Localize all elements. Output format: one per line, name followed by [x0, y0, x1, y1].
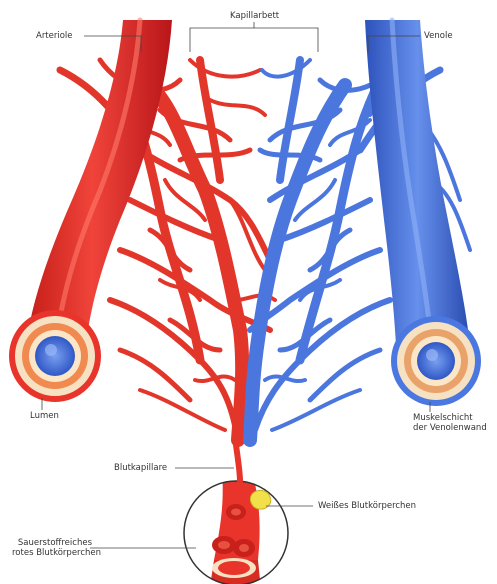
label-oxygen-rbc-line1: Sauerstoffreiches — [12, 538, 92, 548]
label-muscle-layer: Muskelschicht der Venolenwand — [413, 413, 487, 433]
label-arteriole: Arteriole — [36, 31, 73, 41]
arteriole-cross-section — [9, 310, 101, 402]
label-lumen: Lumen — [30, 411, 59, 421]
label-oxygen-rbc: Sauerstoffreiches rotes Blutkörperchen — [12, 538, 92, 558]
label-capillary-bed: Kapillarbett — [230, 11, 279, 21]
label-venule: Venole — [424, 31, 453, 41]
label-white-blood-cell: Weißes Blutkörperchen — [318, 501, 416, 511]
label-muscle-layer-line1: Muskelschicht — [413, 413, 487, 423]
label-blood-capillary: Blutkapillare — [114, 463, 167, 473]
capillary-magnifier — [184, 445, 288, 584]
label-oxygen-rbc-line2: rotes Blutkörperchen — [12, 548, 92, 558]
label-muscle-layer-line2: der Venolenwand — [413, 423, 487, 433]
venule-cross-section — [391, 316, 481, 406]
